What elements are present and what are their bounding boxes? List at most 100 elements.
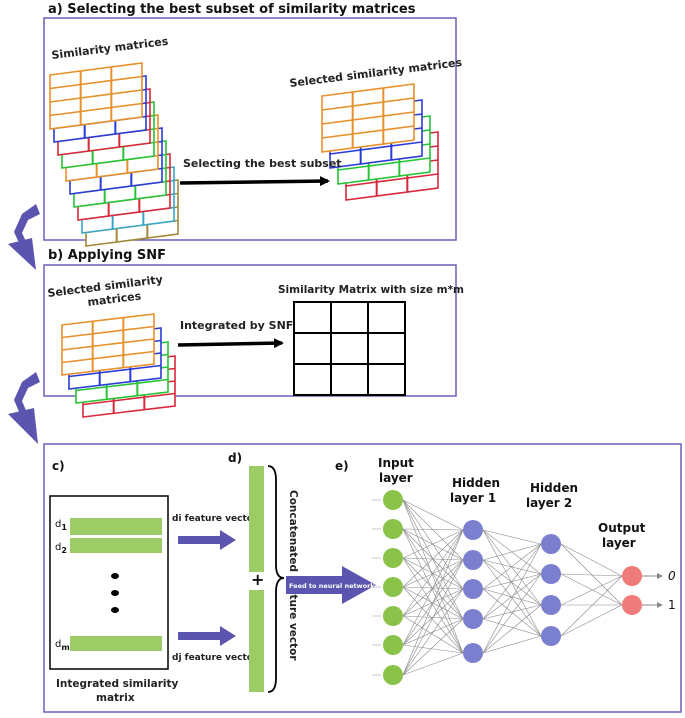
bent-arrow-a-head	[8, 238, 36, 270]
hidden1-node-2	[463, 550, 483, 570]
select-subset-arrow	[179, 176, 330, 187]
feed-arrow	[286, 566, 376, 604]
row-d2-label: d2	[55, 542, 67, 555]
network-edge	[560, 543, 623, 606]
input-node-7	[383, 665, 403, 685]
hidden1-node-1	[463, 520, 483, 540]
hidden2-node-4	[541, 626, 561, 646]
panel-a-box	[43, 17, 457, 241]
input-node-1	[383, 490, 403, 510]
network-edge	[402, 588, 464, 676]
network-edge	[402, 499, 464, 654]
selected-matrix-1	[321, 83, 415, 153]
hidden2-node-3	[541, 595, 561, 615]
input-layer-title-1: Input	[378, 456, 414, 470]
selected-matrices-stack-b	[61, 313, 176, 418]
output-title-2: layer	[602, 536, 636, 550]
network-edge	[402, 618, 464, 676]
panel-cde-box	[43, 443, 682, 713]
network-edge	[402, 529, 464, 617]
network-edge	[402, 528, 464, 531]
hidden2-title-2: layer 2	[526, 496, 572, 510]
input-node-5	[383, 606, 403, 626]
network-edge	[560, 573, 623, 606]
network-edge	[402, 529, 464, 559]
network-edge	[482, 635, 542, 654]
network-edge	[482, 529, 542, 637]
output-0-label: 0	[668, 569, 676, 583]
row-d2-bar	[70, 538, 162, 553]
network-edge	[402, 557, 464, 654]
network-edge	[402, 529, 464, 676]
row-dm-label: dm	[55, 639, 70, 652]
network-edge	[482, 604, 542, 620]
network-edge	[482, 529, 542, 545]
panel-b-box	[43, 264, 457, 397]
integrated-matrix-box	[49, 495, 169, 670]
network-edge	[560, 543, 623, 577]
network-edge	[482, 604, 542, 654]
similarity-matrix-1	[49, 62, 143, 130]
row-d1-bar	[70, 518, 162, 535]
input-node-2	[383, 519, 403, 539]
panel-a-arrow-label: Selecting the best subset	[183, 157, 342, 170]
network-edges	[402, 499, 623, 676]
input-node-3	[383, 548, 403, 568]
network-edge	[482, 618, 542, 637]
network-edge	[402, 528, 464, 654]
network-edge	[402, 499, 464, 620]
dj-feature-label: dj feature vector	[172, 653, 258, 663]
dj-arrow	[178, 626, 236, 646]
network-edge	[482, 529, 542, 606]
network-edge	[402, 586, 464, 654]
feed-label: Feed to neural network	[289, 582, 375, 590]
panel-d-tag: d)	[228, 451, 242, 465]
hidden1-title-1: Hidden	[452, 476, 500, 490]
network-edge	[560, 604, 623, 637]
network-edge	[482, 543, 542, 654]
network-edge	[482, 543, 542, 620]
network-edge	[402, 557, 464, 561]
network-edge	[402, 529, 464, 588]
hidden1-node-3	[463, 579, 483, 599]
panel-a-right-label: Selected similarity matrices	[289, 56, 463, 90]
panel-c-caption-1: Integrated similarity	[56, 678, 178, 690]
network-edge	[482, 588, 542, 637]
hidden2-node-2	[541, 564, 561, 584]
integrated-matrix-grid	[293, 301, 406, 396]
hidden1-node-4	[463, 609, 483, 629]
input-node-6	[383, 635, 403, 655]
network-edge	[560, 575, 623, 637]
similarity-matrices-stack	[49, 62, 179, 247]
row-d1-label: d1	[55, 519, 67, 532]
row-dm-bar	[70, 636, 162, 651]
network-edge	[402, 557, 464, 620]
snf-arrow	[177, 338, 284, 349]
concat-vector-top	[249, 466, 264, 572]
bent-arrow-b-head	[8, 408, 38, 444]
concat-vector-bottom	[249, 590, 264, 692]
network-edge	[482, 588, 542, 606]
panel-b-arrow-label: Integrated by SNF	[180, 319, 293, 332]
network-edge	[482, 573, 542, 654]
panel-e-tag: e)	[335, 459, 349, 473]
network-edge	[402, 528, 464, 561]
network-edge	[402, 529, 464, 646]
panel-b-result-label: Similarity Matrix with size m*m	[278, 284, 464, 296]
ellipsis-dot-2	[111, 590, 119, 596]
network-edge	[482, 573, 542, 620]
panel-b-title: b) Applying SNF	[48, 248, 166, 263]
neural-network	[372, 490, 642, 685]
network-edge	[482, 559, 542, 575]
network-edge	[402, 615, 464, 654]
network-edge	[402, 499, 464, 561]
concat-brace	[267, 465, 285, 693]
di-feature-label: di feature vector	[172, 514, 258, 524]
concat-plus: +	[251, 570, 264, 589]
di-arrow	[178, 530, 236, 550]
input-node-4	[383, 577, 403, 597]
network-edge	[482, 543, 542, 561]
output-1-label: 1	[668, 598, 676, 612]
concat-vertical-label: Concatenated feature vector	[287, 490, 299, 661]
output-title-1: Output	[598, 521, 646, 535]
